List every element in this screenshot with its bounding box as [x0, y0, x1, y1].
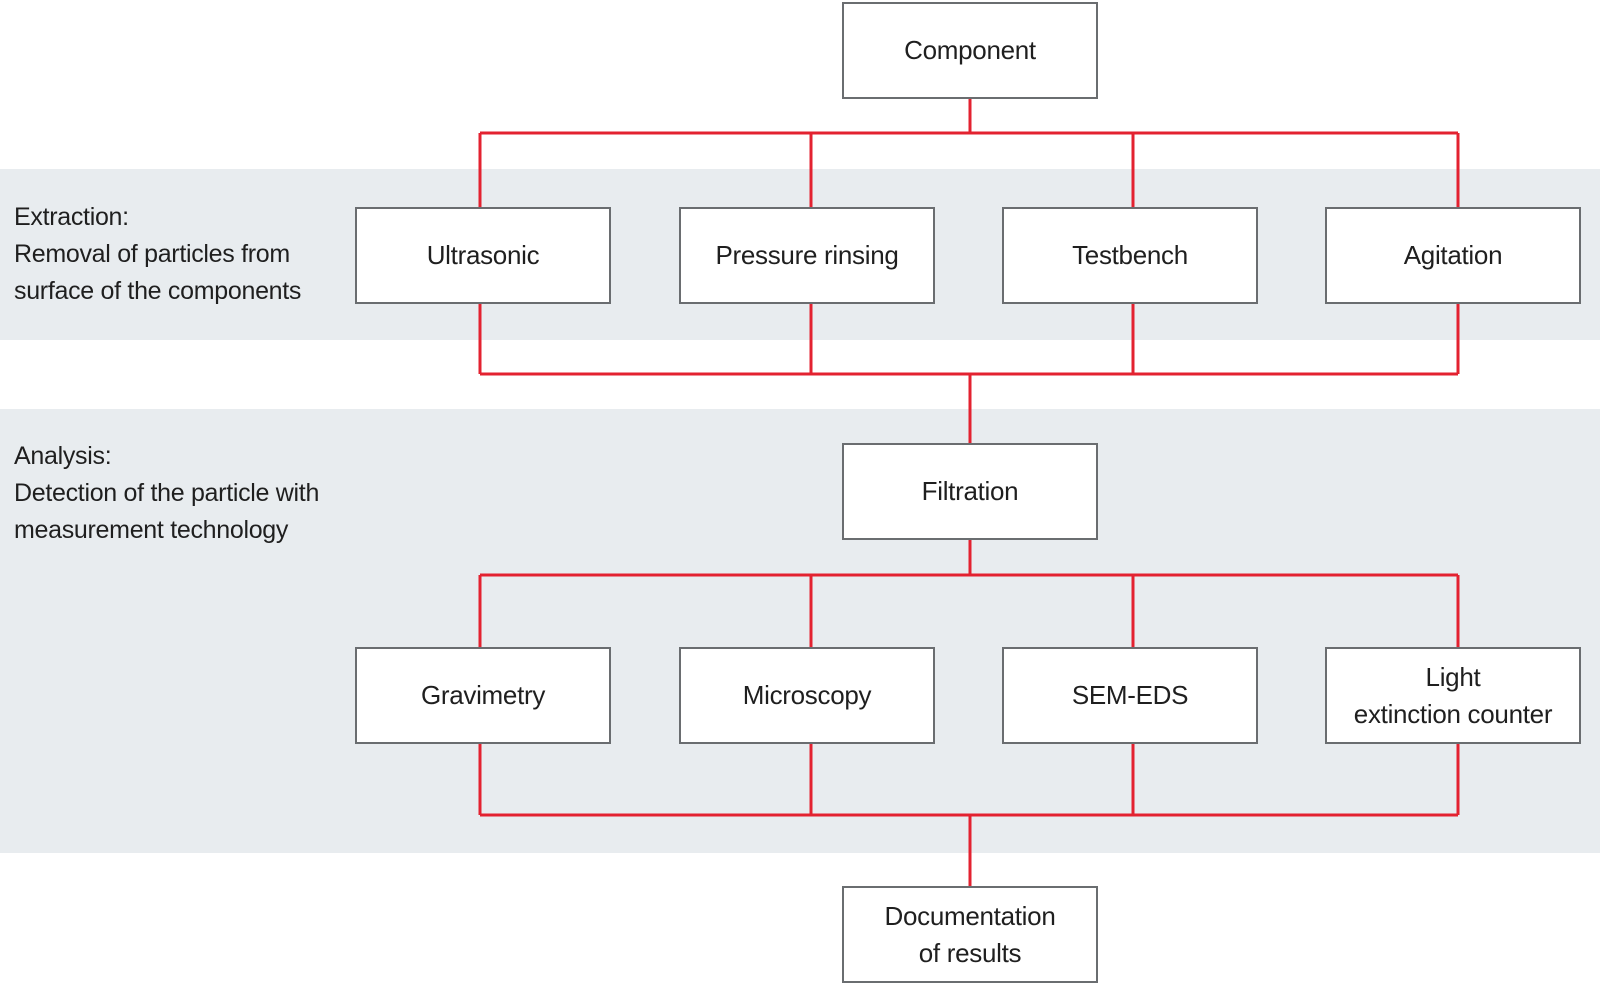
extraction-line-1: Removal of particles from	[14, 240, 290, 268]
extraction-description: Extraction: Removal of particles from su…	[14, 199, 301, 310]
filtration-label: Filtration	[921, 476, 1019, 506]
extraction-method-ultrasonic: Ultrasonic	[355, 207, 611, 304]
analysis-method-label: Gravimetry	[420, 680, 546, 710]
extraction-heading: Extraction:	[14, 203, 129, 231]
extraction-method-label: Pressure rinsing	[715, 240, 899, 270]
analysis-method-sem-eds: SEM-EDS	[1002, 647, 1258, 744]
connector-filtration-to-analysis	[478, 539, 1460, 647]
connector-extraction-to-filtration	[478, 303, 1460, 443]
connector-component-to-extraction	[478, 99, 1460, 207]
extraction-method-testbench: Testbench	[1002, 207, 1258, 304]
analysis-method-label-line-2: extinction counter	[1353, 698, 1553, 729]
analysis-heading: Analysis:	[14, 442, 112, 470]
analysis-method-gravimetry: Gravimetry	[355, 647, 611, 744]
extraction-method-label: Ultrasonic	[426, 240, 540, 270]
documentation-box: Documentation of results	[842, 886, 1098, 983]
analysis-line-1: Detection of the particle with	[14, 479, 320, 507]
component-label: Component	[904, 35, 1036, 65]
filtration-box: Filtration	[842, 443, 1098, 540]
extraction-method-label: Agitation	[1403, 240, 1503, 270]
analysis-method-microscopy: Microscopy	[679, 647, 935, 744]
analysis-description: Analysis: Detection of the particle with…	[14, 438, 319, 549]
extraction-line-2: surface of the components	[14, 277, 302, 305]
extraction-method-label: Testbench	[1072, 240, 1188, 270]
connector-analysis-to-documentation	[478, 743, 1460, 886]
extraction-method-agitation: Agitation	[1325, 207, 1581, 304]
analysis-method-label-line-1: Light	[1425, 661, 1481, 692]
analysis-band	[0, 409, 1600, 853]
analysis-line-2: measurement technology	[14, 516, 289, 544]
documentation-label-line-1: Documentation	[884, 900, 1056, 931]
documentation-label-line-2: of results	[918, 937, 1022, 968]
analysis-method-label: Microscopy	[742, 680, 872, 710]
extraction-method-pressure-rinsing: Pressure rinsing	[679, 207, 935, 304]
analysis-method-label: SEM-EDS	[1071, 680, 1189, 710]
analysis-method-light-extinction-counter: Light extinction counter	[1325, 647, 1581, 744]
component-box: Component	[842, 2, 1098, 99]
